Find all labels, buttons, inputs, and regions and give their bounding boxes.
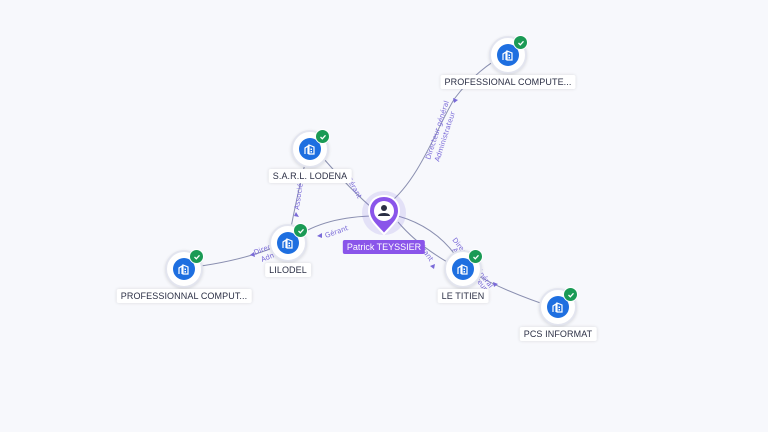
building-icon: [173, 258, 195, 280]
node-label: LE TITIEN: [437, 289, 489, 303]
verified-check-icon: [513, 35, 528, 50]
building-icon: [299, 138, 321, 160]
verified-check-icon: [293, 223, 308, 238]
node-label: LILODEL: [265, 263, 311, 277]
edge-label-lodena-lilodel: Associé: [293, 183, 305, 210]
building-icon: [452, 258, 474, 280]
node-badge: [269, 223, 308, 262]
arrow-marker: [317, 233, 322, 238]
node-badge: [489, 35, 528, 74]
node-label: PROFESSIONAL COMPUTE...: [440, 75, 576, 89]
person-name-label: Patrick TEYSSIER: [342, 240, 426, 254]
verified-check-icon: [315, 129, 330, 144]
building-icon: [277, 232, 299, 254]
edge-center-pc-top: [387, 54, 506, 205]
arrow-marker: [493, 282, 498, 287]
node-badge: [444, 249, 483, 288]
person-pin-icon: [367, 195, 401, 235]
node-label: S.A.R.L. LODENA: [268, 169, 352, 183]
arrow-marker: [453, 98, 458, 103]
node-badge: [165, 249, 204, 288]
edge-label-center-lilodel: Gérant: [324, 224, 350, 240]
arrow-marker: [294, 212, 299, 217]
arrow-marker: [430, 264, 435, 269]
arrow-marker: [250, 252, 255, 257]
verified-check-icon: [189, 249, 204, 264]
node-label: PROFESSIONNAL COMPUT...: [116, 289, 252, 303]
building-icon: [497, 44, 519, 66]
verified-check-icon: [563, 287, 578, 302]
building-icon: [547, 296, 569, 318]
node-badge: [539, 287, 578, 326]
node-badge: [291, 129, 330, 168]
verified-check-icon: [468, 249, 483, 264]
node-label: PCS INFORMAT: [519, 327, 597, 341]
